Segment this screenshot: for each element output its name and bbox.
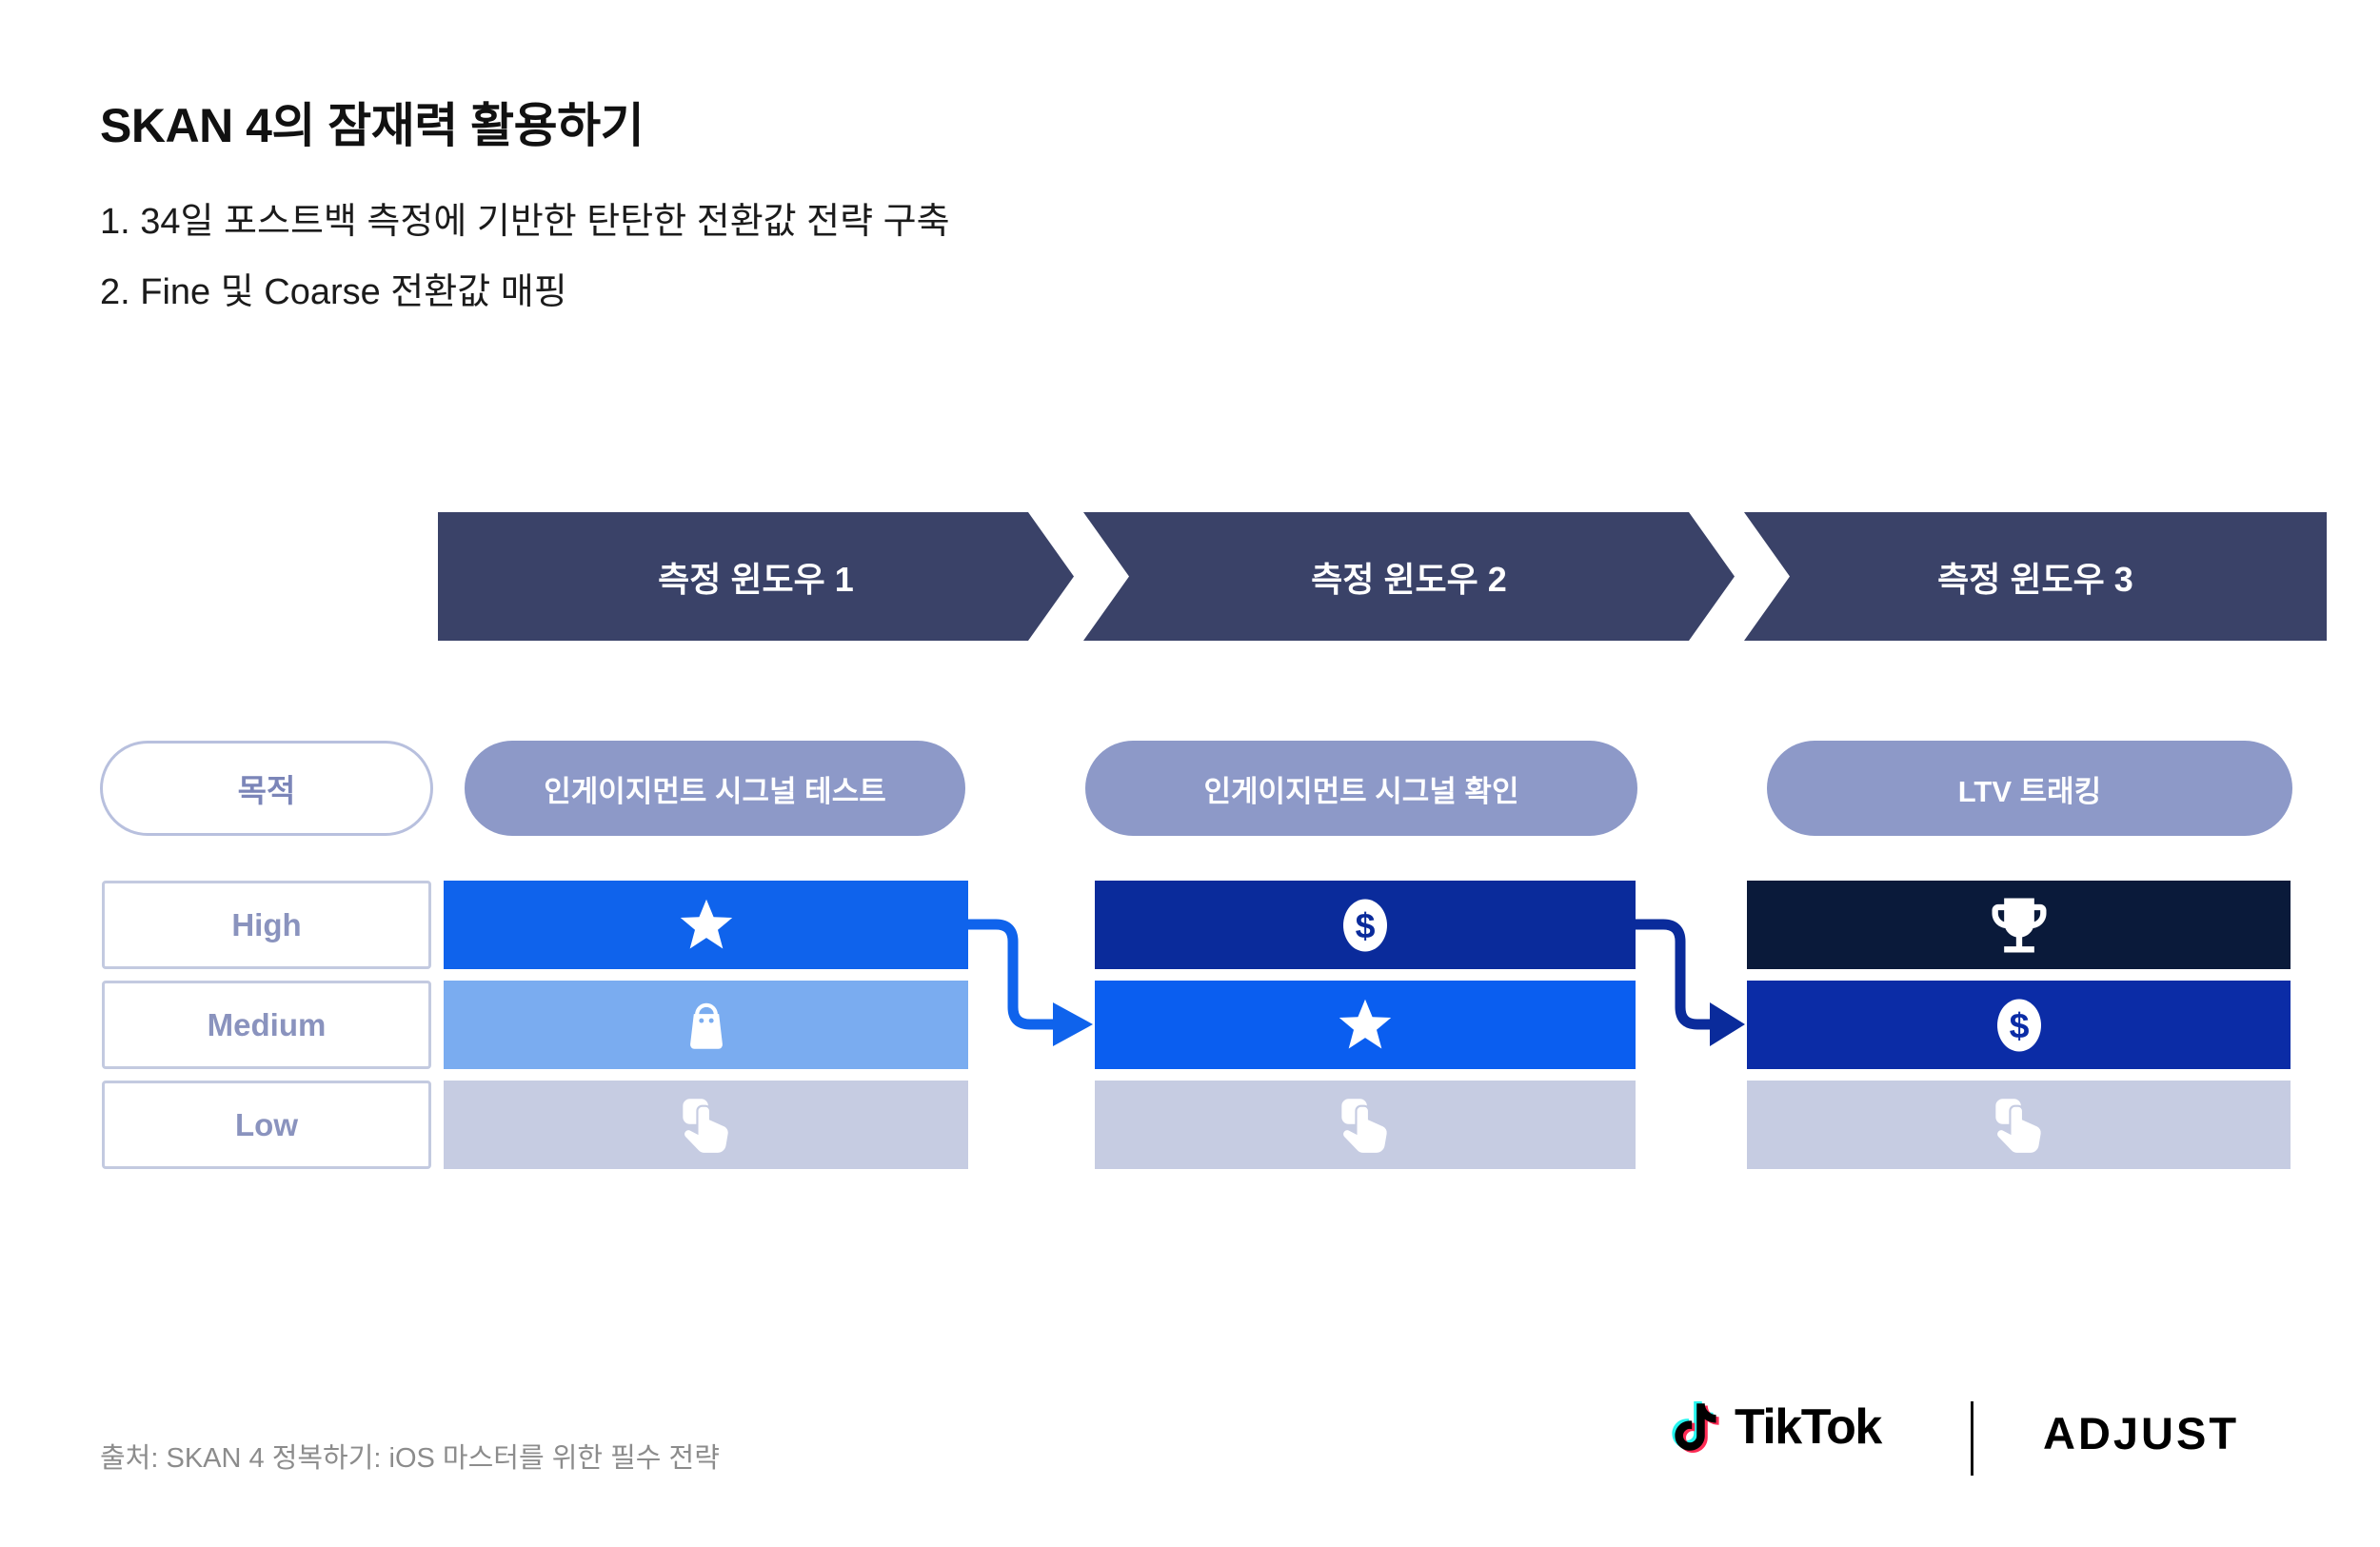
source-note: 출처: SKAN 4 정복하기: iOS 마스터를 위한 필수 전략 <box>100 1443 720 1474</box>
tap-icon <box>1994 1098 2043 1155</box>
row-label-low-text: Low <box>235 1106 298 1142</box>
timeline-window-1: 측정 윈도우 1 <box>438 512 1074 641</box>
trophy-icon <box>1992 898 2046 952</box>
bar-window2-high: $ <box>1095 881 1636 969</box>
bar-window3-low <box>1747 1081 2291 1169</box>
purpose-pill-window-1: 인게이지먼트 시그널 테스트 <box>465 741 965 836</box>
purpose-pill-window-3: LTV 트래킹 <box>1767 741 2292 836</box>
bar-window3-medium: $ <box>1747 981 2291 1069</box>
bullet-item-1: 1. 34일 포스트백 측정에 기반한 탄탄한 전환값 전략 구축 <box>100 202 950 242</box>
bullet-list: 1. 34일 포스트백 측정에 기반한 탄탄한 전환값 전략 구축 2. Fin… <box>100 187 950 327</box>
footer-divider <box>1971 1401 1973 1476</box>
purpose-pill-2-label: 인게이지먼트 시그널 확인 <box>1203 774 1519 808</box>
bar-window1-high <box>444 881 968 969</box>
row-label-medium: Medium <box>102 981 431 1069</box>
purpose-pill-window-2: 인게이지먼트 시그널 확인 <box>1085 741 1637 836</box>
purpose-pill-1-label: 인게이지먼트 시그널 테스트 <box>544 774 886 808</box>
tap-icon <box>1340 1098 1389 1155</box>
connector-window2-to-window3 <box>1636 919 1710 1030</box>
bar-window1-low <box>444 1081 968 1169</box>
dollar-coin-icon: $ <box>1996 999 2041 1051</box>
dollar-symbol: $ <box>2009 1005 2029 1045</box>
timeline-window-2: 측정 윈도우 2 <box>1083 512 1735 641</box>
dollar-symbol: $ <box>1356 905 1376 945</box>
tiktok-note-icon <box>1672 1401 1719 1453</box>
bar-window1-medium <box>444 981 968 1069</box>
timeline-window-3: 측정 윈도우 3 <box>1744 512 2327 641</box>
row-label-high: High <box>102 881 431 969</box>
connector-window2-arrowhead <box>1710 1002 1745 1046</box>
timeline-window-1-label: 측정 윈도우 1 <box>658 559 854 599</box>
row-label-low: Low <box>102 1081 431 1169</box>
adjust-logo: ADJUST <box>2043 1408 2240 1458</box>
shopping-bag-icon <box>689 1002 723 1049</box>
purpose-label-pill: 목적 <box>100 741 433 836</box>
purpose-label: 목적 <box>237 773 296 808</box>
purpose-pill-3-label: LTV 트래킹 <box>1957 774 2102 808</box>
connector-window1-arrowhead <box>1053 1002 1093 1046</box>
star-icon <box>1339 999 1392 1049</box>
bullet-item-2: 2. Fine 및 Coarse 전환값 매핑 <box>100 272 567 312</box>
star-icon <box>680 899 732 949</box>
timeline-window-2-label: 측정 윈도우 2 <box>1311 559 1507 599</box>
timeline-window-3-label: 측정 윈도우 3 <box>1937 559 2133 599</box>
dollar-coin-icon: $ <box>1343 899 1387 951</box>
bar-window2-medium <box>1095 981 1636 1069</box>
tap-icon <box>682 1098 730 1155</box>
bar-window2-low <box>1095 1081 1636 1169</box>
page-title: SKAN 4의 잠재력 활용하기 <box>100 99 645 152</box>
tiktok-wordmark: TikTok <box>1735 1399 1882 1455</box>
bar-window3-high <box>1747 881 2291 969</box>
row-label-medium-text: Medium <box>207 1006 327 1042</box>
row-label-high-text: High <box>231 906 302 942</box>
tiktok-logo: TikTok <box>1664 1392 1882 1462</box>
connector-window1-to-window2 <box>968 919 1053 1030</box>
